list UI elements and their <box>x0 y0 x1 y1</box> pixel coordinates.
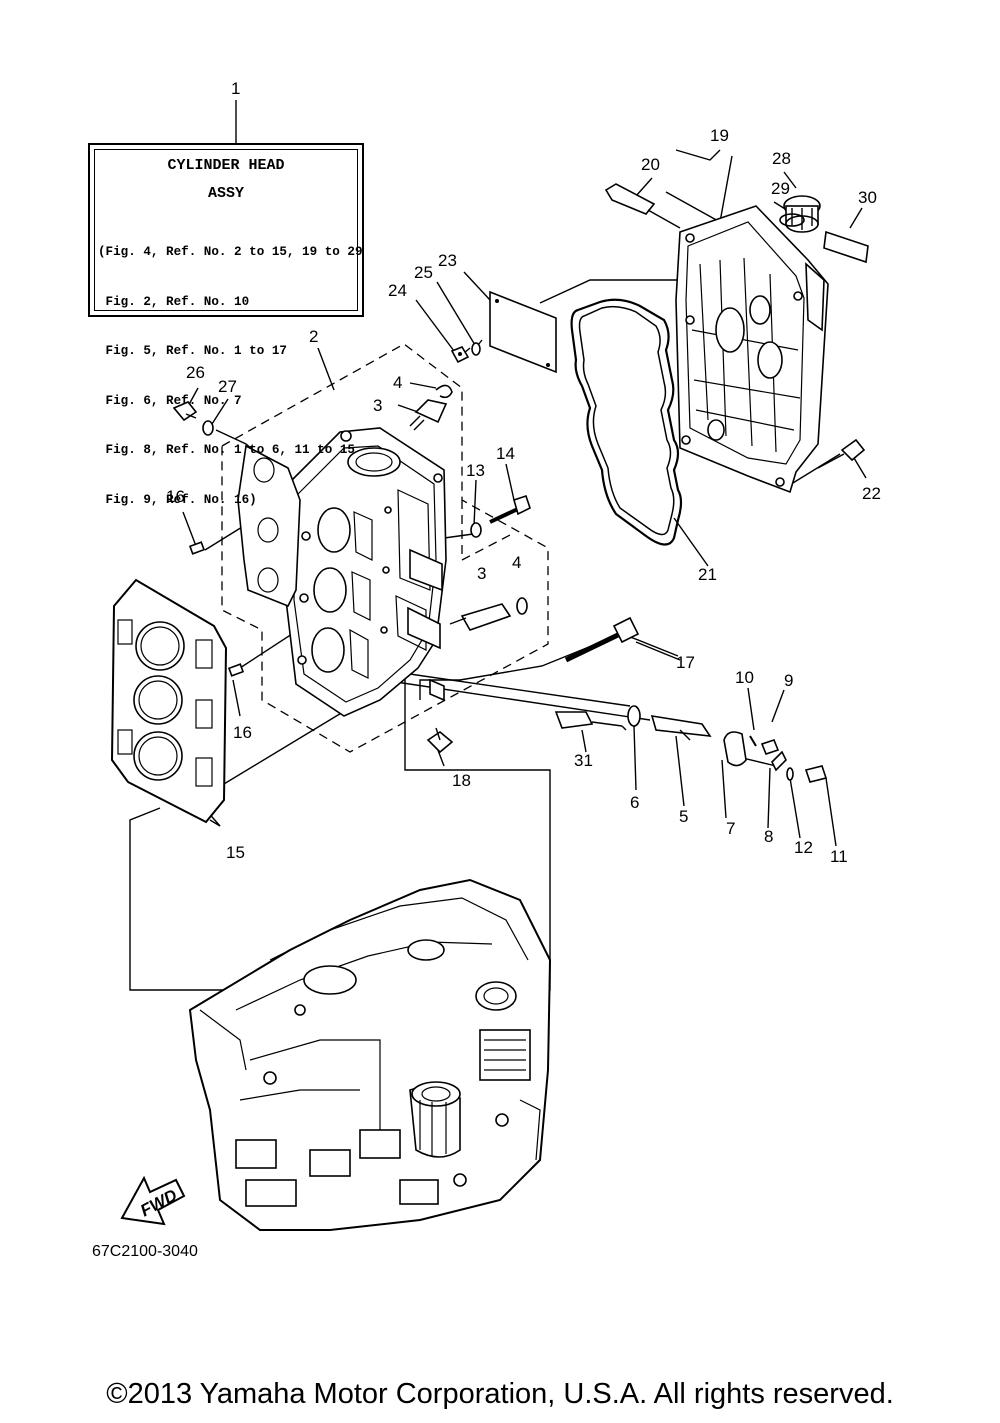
part-20-bolt <box>604 183 681 229</box>
copyright-notice: ©2013 Yamaha Motor Corporation, U.S.A. A… <box>106 1378 894 1410</box>
callout-30: 30 <box>858 188 877 207</box>
exhaust-cover <box>237 444 301 608</box>
assembly-title-line1: CYLINDER HEAD <box>167 157 285 174</box>
engine-block <box>188 878 552 1231</box>
assembly-ref-line: Fig. 2, Ref. No. 10 <box>98 294 250 309</box>
part-21-gasket <box>570 298 683 546</box>
part-6-o-ring <box>627 705 641 727</box>
part-22-bolt <box>817 438 866 469</box>
assembly-ref-line: (Fig. 4, Ref. No. 2 to 15, 19 to 29 <box>98 245 363 259</box>
part-18-bolt <box>426 727 454 754</box>
part-12-washer <box>786 767 794 781</box>
part-30-label <box>823 230 869 264</box>
fwd-arrow-icon: FWD <box>120 1175 186 1226</box>
callout-29: 29 <box>771 179 790 198</box>
callout-12: 12 <box>794 838 813 857</box>
callout-3-lower: 3 <box>477 564 486 583</box>
part-11-bolt <box>804 765 828 783</box>
callout-8: 8 <box>764 827 773 846</box>
assembly-box-inner-border <box>94 149 358 311</box>
callout-28: 28 <box>772 149 791 168</box>
part-8-clip <box>771 750 787 772</box>
callout-31: 31 <box>574 751 593 770</box>
part-31-temp-sensor <box>554 711 627 731</box>
part-5-thermostat-housing <box>650 715 712 741</box>
callout-16-lower: 16 <box>233 723 252 742</box>
part-9-screw <box>760 739 780 755</box>
part-13-washer <box>470 522 482 538</box>
part-4-clip-upper <box>435 384 453 399</box>
assembly-ref-line: Fig. 6, Ref. No. 7 <box>98 393 242 408</box>
callout-4-lower: 4 <box>512 553 521 572</box>
callout-16-upper: 16 <box>166 487 185 506</box>
callout-1: 1 <box>231 79 240 98</box>
callout-3-upper: 3 <box>373 396 382 415</box>
assembly-ref-line: Fig. 9, Ref. No. 16) <box>98 492 257 507</box>
part-17-bolt <box>564 616 640 663</box>
part-7-cover <box>723 731 747 767</box>
part-28-oil-filler-cap <box>783 195 821 233</box>
callout-24: 24 <box>388 281 407 300</box>
callout-15: 15 <box>226 843 245 862</box>
part-15-head-gasket <box>110 578 228 824</box>
callout-9: 9 <box>784 671 793 690</box>
callout-17: 17 <box>676 653 695 672</box>
callout-4-upper: 4 <box>393 373 402 392</box>
callout-14: 14 <box>496 444 515 463</box>
assembly-ref-line: Fig. 8, Ref. No. 1 to 6, 11 to 15 <box>98 443 355 457</box>
callout-numbers: 1 2 3 3 4 4 5 6 7 8 9 10 11 12 13 14 15 … <box>166 79 881 866</box>
part-27-washer <box>202 420 214 436</box>
part-16-dowel-pin-lower <box>227 663 245 677</box>
leader-lines <box>129 100 867 991</box>
part-26-bolt <box>172 401 198 422</box>
callout-6: 6 <box>630 793 639 812</box>
dashed-outlines <box>221 343 549 753</box>
callout-18: 18 <box>452 771 471 790</box>
callout-19: 19 <box>710 126 729 145</box>
callout-25: 25 <box>414 263 433 282</box>
callout-10: 10 <box>735 668 754 687</box>
assembly-figure-references: (Fig. 4, Ref. No. 2 to 15, 19 to 29 Fig.… <box>98 211 363 541</box>
callout-23: 23 <box>438 251 457 270</box>
part-10-pin <box>749 735 757 747</box>
callout-7: 7 <box>726 819 735 838</box>
part-4-clip-lower <box>516 597 528 615</box>
callout-2: 2 <box>309 327 318 346</box>
part-14-bolt <box>489 494 531 524</box>
callout-21: 21 <box>698 565 717 584</box>
assembly-title-line2: ASSY <box>207 185 244 202</box>
part-19-cylinder-head-cover <box>675 205 829 494</box>
assembly-ref-line: Fig. 5, Ref. No. 1 to 17 <box>98 344 287 358</box>
callout-5: 5 <box>679 807 688 826</box>
part-3-valve-guide-lower <box>449 603 512 631</box>
callout-26: 26 <box>186 363 205 382</box>
part-24-bolt <box>450 346 470 364</box>
part-23-plate <box>489 290 557 374</box>
callout-20: 20 <box>641 155 660 174</box>
callout-13: 13 <box>466 461 485 480</box>
callout-27: 27 <box>218 377 237 396</box>
part-2-cylinder-head <box>283 427 447 717</box>
part-16-dowel-pin-upper <box>188 541 206 555</box>
part-3-valve-guide-upper <box>409 399 448 431</box>
callout-22: 22 <box>862 484 881 503</box>
diagram-code: 67C2100-3040 <box>92 1243 198 1260</box>
callout-11: 11 <box>830 847 848 866</box>
part-25-washer <box>471 342 481 356</box>
part-29-o-ring <box>779 213 805 227</box>
assembly-reference-box: CYLINDER HEAD ASSY (Fig. 4, Ref. No. 2 t… <box>88 143 364 507</box>
